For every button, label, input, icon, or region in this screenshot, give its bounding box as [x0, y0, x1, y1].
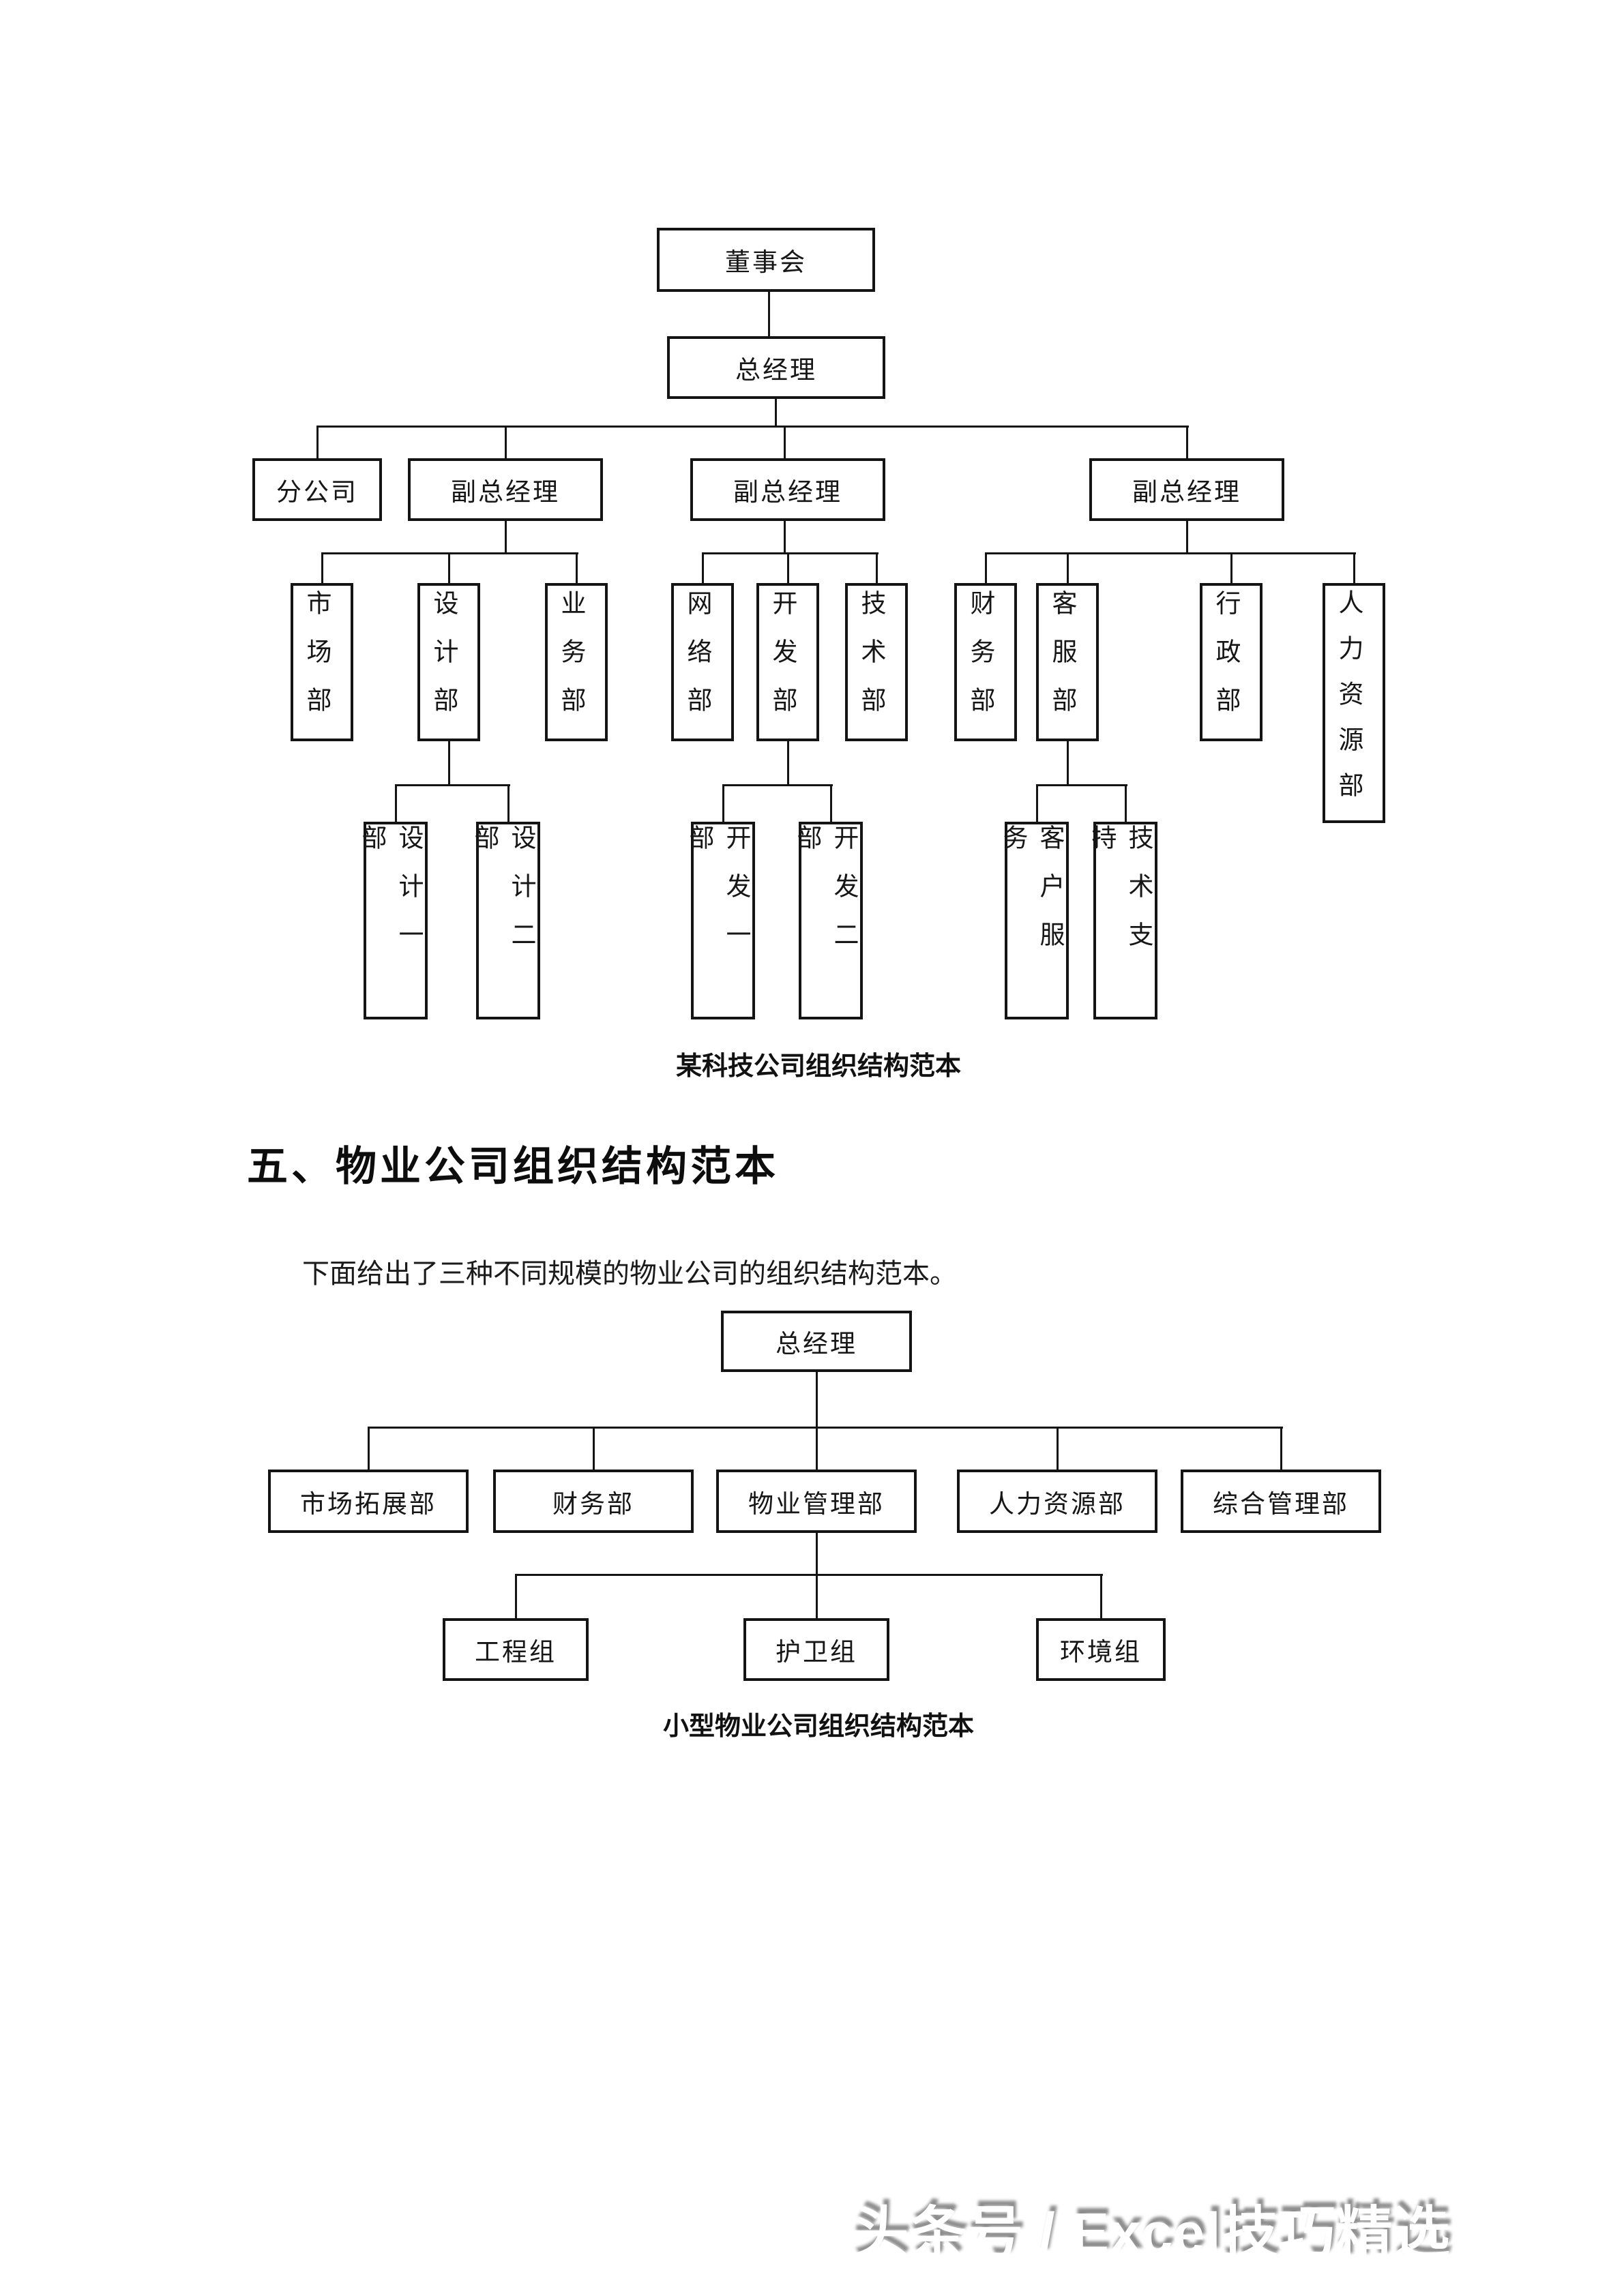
org-node-dev-division-1: 开发一部 [685, 822, 755, 1019]
connector-line [816, 1533, 818, 1574]
connector-line [321, 552, 323, 583]
connector-line [1353, 552, 1355, 583]
connector-line [515, 1574, 517, 1618]
connector-line [576, 552, 578, 583]
connector-line [723, 784, 833, 786]
section-intro-paragraph: 下面给出了三种不同规模的物业公司的组织结构范本。 [302, 1258, 957, 1289]
connector-line [1067, 741, 1069, 784]
connector-line [876, 552, 878, 583]
connector-line [986, 552, 1356, 554]
connector-line [505, 426, 507, 458]
org-node-design-dept: 设计部 [417, 583, 480, 741]
chart2-caption: 小型物业公司组织结构范本 [662, 1712, 974, 1741]
org-node-network-dept: 网络部 [671, 583, 734, 741]
connector-line [1037, 784, 1127, 786]
org-node-development-dept: 开发部 [756, 583, 819, 741]
connector-line [1036, 784, 1038, 822]
toutiao-watermark: 头条号 / Excel技巧精选 [851, 2201, 1450, 2265]
org-node-hr-dept-2: 人力资源部 [957, 1470, 1157, 1533]
org-node-deputy-gm-1: 副总经理 [408, 458, 603, 521]
connector-line [722, 784, 724, 822]
connector-line [317, 426, 1189, 428]
org-node-guard-group: 护卫组 [743, 1618, 889, 1681]
org-node-customer-service-dept: 客服部 [1036, 583, 1099, 741]
connector-line [1057, 1427, 1059, 1470]
connector-line [784, 521, 786, 552]
org-node-finance-dept-2: 财务部 [493, 1470, 694, 1533]
org-node-technology-dept: 技术部 [845, 583, 908, 741]
connector-line [395, 784, 397, 822]
connector-line [1067, 552, 1069, 583]
connector-line [448, 741, 450, 784]
connector-line [830, 784, 832, 822]
connector-line [1280, 1427, 1282, 1470]
org-node-customer-service-team: 客户服务 [999, 822, 1069, 1019]
connector-line [1186, 426, 1188, 458]
connector-line [816, 1427, 818, 1470]
org-node-tech-support-team: 技术支持 [1087, 822, 1157, 1019]
org-node-market-expansion-dept: 市场拓展部 [268, 1470, 469, 1533]
connector-line [1125, 784, 1127, 822]
connector-line [1100, 1574, 1102, 1618]
connector-line [1230, 552, 1232, 583]
connector-line [316, 426, 319, 458]
org-node-business-dept: 业务部 [545, 583, 608, 741]
section-heading: 五、物业公司组织结构范本 [247, 1144, 779, 1189]
org-node-design-division-1: 设计一部 [357, 822, 428, 1019]
org-node-hr-dept: 人力资源部 [1323, 583, 1385, 823]
connector-line [322, 552, 578, 554]
connector-line [768, 292, 770, 336]
org-node-general-manager-2: 总经理 [721, 1311, 912, 1372]
org-node-property-mgmt-dept: 物业管理部 [716, 1470, 917, 1533]
org-node-admin-dept: 行政部 [1200, 583, 1263, 741]
org-node-board-of-directors: 董事会 [657, 228, 875, 292]
connector-line [516, 1574, 1103, 1576]
connector-line [985, 552, 987, 583]
org-node-engineering-group: 工程组 [443, 1618, 589, 1681]
connector-line [787, 552, 789, 583]
org-node-finance-dept: 财务部 [954, 583, 1017, 741]
org-node-environment-group: 环境组 [1036, 1618, 1166, 1681]
connector-line [507, 784, 510, 822]
connector-line [448, 552, 450, 583]
org-node-deputy-gm-3: 副总经理 [1089, 458, 1284, 521]
connector-line [593, 1427, 595, 1470]
connector-line [396, 784, 510, 786]
connector-line [505, 521, 507, 552]
org-node-deputy-gm-2: 副总经理 [690, 458, 885, 521]
chart1-caption: 某科技公司组织结构范本 [675, 1052, 961, 1081]
connector-line [816, 1372, 818, 1427]
org-node-marketing-dept: 市场部 [291, 583, 353, 741]
org-node-general-mgmt-dept: 综合管理部 [1181, 1470, 1381, 1533]
org-node-general-manager: 总经理 [667, 336, 885, 399]
connector-line [787, 741, 789, 784]
connector-line [775, 399, 777, 426]
org-node-dev-division-2: 开发二部 [793, 822, 863, 1019]
connector-line [1186, 521, 1188, 552]
org-node-branch-company: 分公司 [252, 458, 382, 521]
connector-line [368, 1427, 370, 1470]
connector-line [784, 426, 786, 458]
connector-line [368, 1427, 1283, 1429]
org-node-design-division-2: 设计二部 [470, 822, 540, 1019]
connector-line [703, 552, 879, 554]
connector-line [702, 552, 704, 583]
connector-line [816, 1574, 818, 1618]
